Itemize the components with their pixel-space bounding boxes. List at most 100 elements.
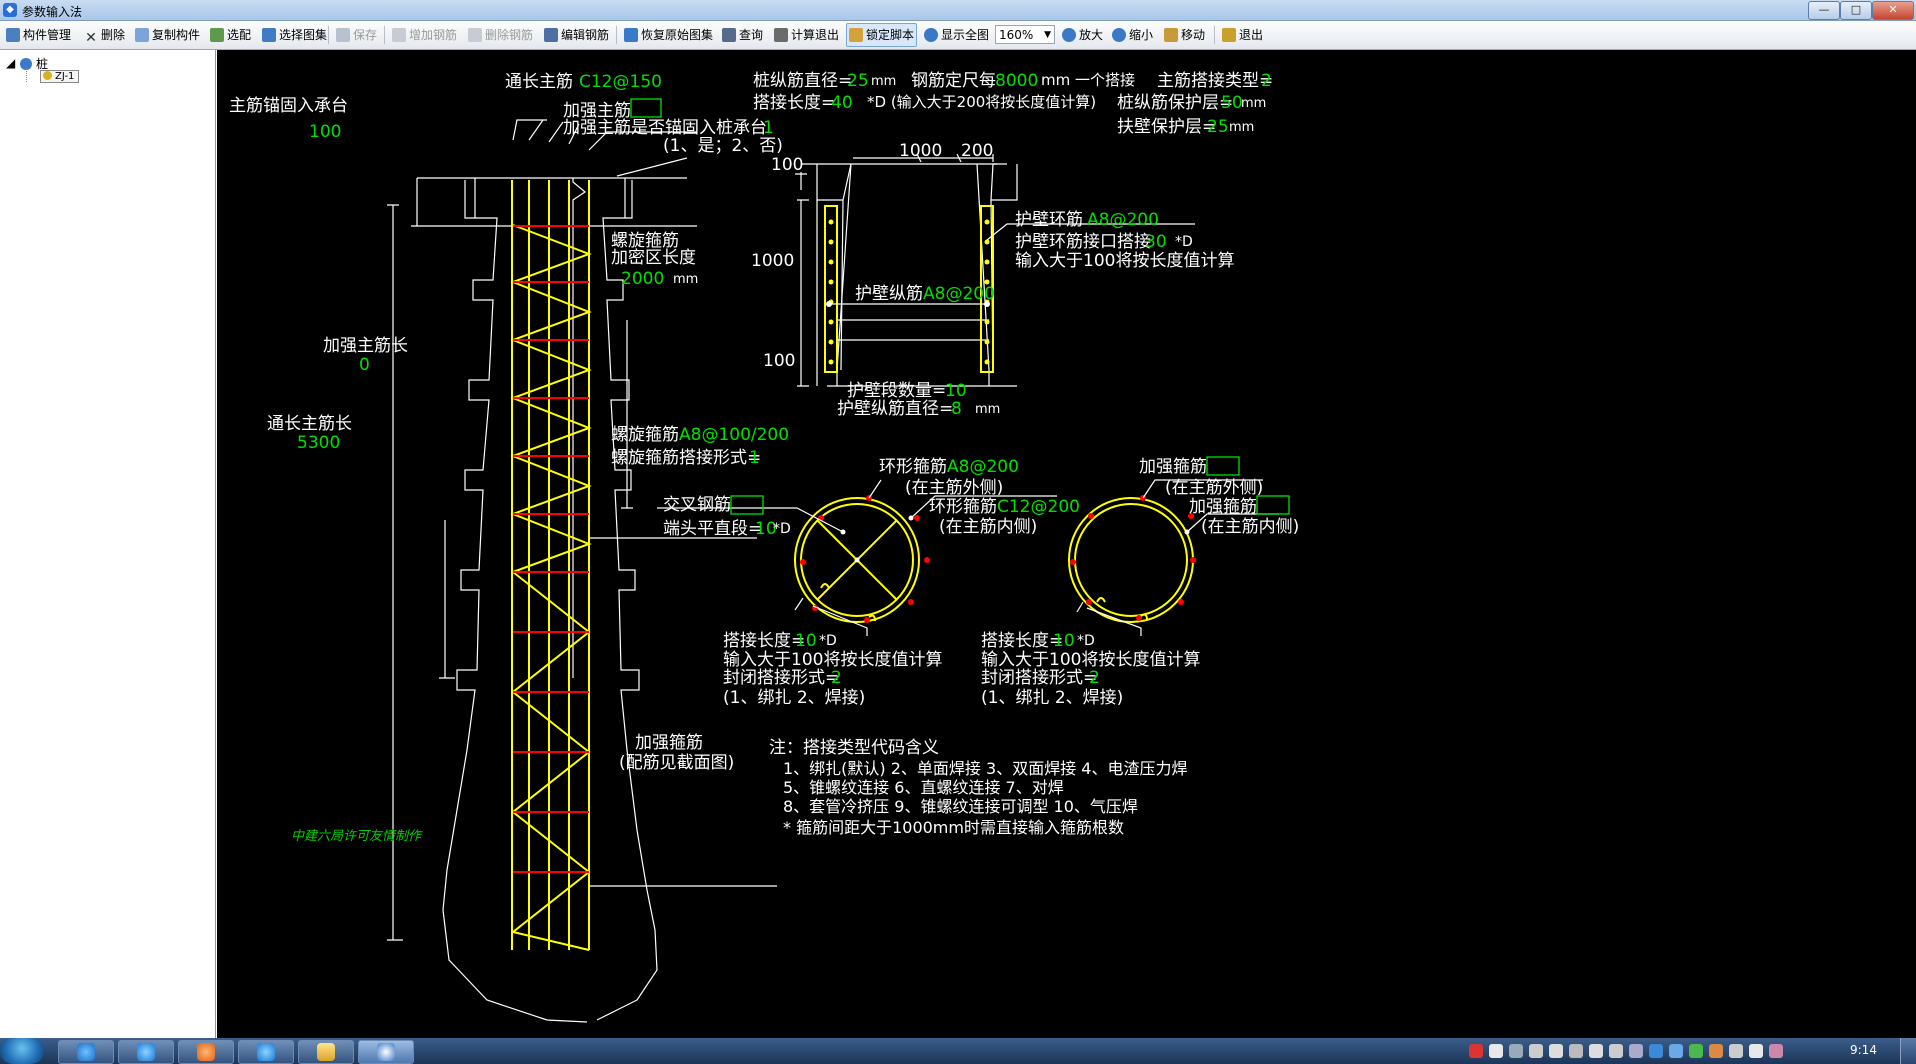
gear-icon — [43, 71, 52, 80]
user-icon[interactable] — [1569, 1044, 1583, 1058]
lock-icon — [849, 28, 863, 42]
moon-icon[interactable] — [1509, 1044, 1523, 1058]
add-length-label: 加强主筋长 — [323, 336, 408, 356]
query-label: 查询 — [739, 28, 764, 42]
add-main-input[interactable] — [630, 98, 662, 118]
select-atlas-button[interactable]: 选择图集 — [260, 24, 329, 46]
wall-long-value[interactable]: A8@200 — [923, 284, 995, 304]
show-desktop-button[interactable] — [1900, 1038, 1916, 1064]
section1-close-value[interactable]: 2 — [831, 668, 842, 688]
query-button[interactable]: 查询 — [720, 24, 765, 46]
plus-icon[interactable] — [1689, 1044, 1703, 1058]
add-length-value[interactable]: 0 — [359, 355, 370, 375]
section2-close-value[interactable]: 2 — [1089, 668, 1100, 688]
dot-icon[interactable] — [1529, 1044, 1543, 1058]
section1-inner-value[interactable]: C12@200 — [997, 497, 1080, 517]
component-manage-button[interactable]: 构件管理 — [4, 24, 73, 46]
window-title: 参数输入法 — [22, 5, 83, 19]
zoom-select[interactable]: 160%▼ — [995, 25, 1055, 44]
save-button[interactable]: 保存 — [334, 24, 379, 46]
section2-lap-label: 搭接长度= — [981, 631, 1063, 651]
keyboard-icon[interactable] — [1549, 1044, 1563, 1058]
clock[interactable]: 9:14 — [1850, 1043, 1877, 1057]
lock-script-button[interactable]: 锁定脚本 — [846, 23, 918, 47]
move-button[interactable]: 移动 — [1162, 24, 1207, 46]
zoom-in-icon — [1062, 28, 1076, 42]
battery-icon[interactable] — [1769, 1044, 1783, 1058]
speaker-icon[interactable] — [1749, 1044, 1763, 1058]
wall-seg-value[interactable]: 10 — [945, 381, 967, 401]
restore-atlas-button[interactable]: 恢复原始图集 — [622, 24, 715, 46]
maximize-button[interactable]: □ — [1840, 1, 1872, 20]
section2-lap-value[interactable]: 10 — [1053, 631, 1075, 651]
lang-icon[interactable] — [1489, 1044, 1503, 1058]
tree-child-item[interactable]: ZJ-1 — [40, 70, 80, 83]
wall-rebars — [824, 205, 994, 373]
wall-ring-lap-hint: 输入大于100将按长度值计算 — [1015, 251, 1234, 271]
wall-ring-lap-value[interactable]: 30 — [1145, 232, 1167, 252]
section1-lap-value[interactable]: 10 — [795, 631, 817, 651]
exit-button[interactable]: 退出 — [1220, 24, 1265, 46]
security-icon[interactable] — [1649, 1044, 1663, 1058]
start-button[interactable] — [0, 1038, 44, 1064]
wrench-icon[interactable] — [1589, 1044, 1603, 1058]
minimize-button[interactable]: — — [1808, 1, 1840, 20]
copy-component-button[interactable]: 复制构件 — [133, 24, 202, 46]
taskbar-app-folder[interactable] — [298, 1040, 354, 1064]
flag-icon[interactable] — [1709, 1044, 1723, 1058]
through-length-value[interactable]: 5300 — [297, 433, 340, 453]
wall-long-dia-value[interactable]: 8 — [951, 399, 962, 419]
wall-ring-value[interactable]: A8@200 — [1087, 210, 1159, 230]
network-icon[interactable] — [1629, 1044, 1643, 1058]
select-atlas-label: 选择图集 — [279, 28, 328, 42]
section2-outer-input[interactable] — [1206, 456, 1240, 476]
section1-end-value[interactable]: 10 — [755, 519, 777, 539]
section2-inner-input[interactable] — [1256, 495, 1290, 515]
tree-root-item[interactable]: 桩 — [20, 55, 48, 72]
wall-cover-value[interactable]: 25 — [1207, 117, 1229, 137]
taskbar-app-tool[interactable] — [178, 1040, 234, 1064]
wall-dim-100-bottom: 100 — [763, 351, 795, 371]
wall-dim-1000: 1000 — [899, 141, 942, 161]
lap-length-value[interactable]: 40 — [831, 93, 853, 113]
ime-icon[interactable] — [1469, 1044, 1483, 1058]
delete-button[interactable]: ✕删除 — [82, 24, 127, 46]
select-config-label: 选配 — [227, 28, 252, 42]
pile-cover-value[interactable]: 50 — [1221, 93, 1243, 113]
pile-rebar-dia-value[interactable]: 25 — [847, 71, 869, 91]
add-rebar-button[interactable]: 增加钢筋 — [390, 24, 459, 46]
section2-inner-label: 加强箍筋 — [1189, 497, 1257, 517]
spiral-lap-value[interactable]: 1 — [749, 448, 760, 468]
taskbar-app-browser[interactable] — [58, 1040, 114, 1064]
section1-lap-label: 搭接长度= — [723, 631, 805, 651]
expand-icon[interactable] — [1609, 1044, 1623, 1058]
anchor-question-value[interactable]: 1 — [763, 118, 774, 138]
edit-rebar-button[interactable]: 编辑钢筋 — [542, 24, 611, 46]
section1-ring-value[interactable]: A8@200 — [947, 457, 1019, 477]
zoom-in-button[interactable]: 放大 — [1060, 24, 1105, 46]
app-tray-icon[interactable] — [1669, 1044, 1683, 1058]
taskbar-app-ie[interactable] — [118, 1040, 174, 1064]
calc-exit-button[interactable]: 计算退出 — [772, 24, 841, 46]
taskbar-app-ie-2[interactable] — [238, 1040, 294, 1064]
anchor-question-hint: (1、是；2、否) — [663, 136, 783, 156]
close-button[interactable]: ✕ — [1872, 1, 1914, 20]
delete-rebar-button[interactable]: 删除钢筋 — [466, 24, 535, 46]
spiral-value[interactable]: A8@100/200 — [679, 425, 789, 445]
section1-cross-input[interactable] — [730, 495, 764, 515]
anchor-value[interactable]: 100 — [309, 122, 341, 142]
display-icon[interactable] — [1729, 1044, 1743, 1058]
section1-inner-hint: (在主筋内侧) — [939, 517, 1037, 537]
tree-expander[interactable]: ◢ — [6, 56, 16, 70]
zoom-out-button[interactable]: 缩小 — [1110, 24, 1155, 46]
drawing-canvas[interactable]: .w{fill:#fff;font-size:17px;} .g{fill:#0… — [217, 50, 1916, 1038]
spiral-dense-value[interactable]: 2000 — [621, 269, 664, 289]
show-all-button[interactable]: 显示全图 — [922, 24, 991, 46]
select-config-button[interactable]: 选配 — [208, 24, 253, 46]
through-main-value[interactable]: C12@150 — [579, 72, 662, 92]
stock-length-label: 钢筋定尺每 — [911, 71, 996, 91]
stock-length-value[interactable]: 8000 — [995, 71, 1038, 91]
lap-type-value[interactable]: 2 — [1261, 71, 1272, 91]
tool-icon — [197, 1043, 215, 1061]
taskbar-app-rebar[interactable] — [358, 1040, 414, 1064]
